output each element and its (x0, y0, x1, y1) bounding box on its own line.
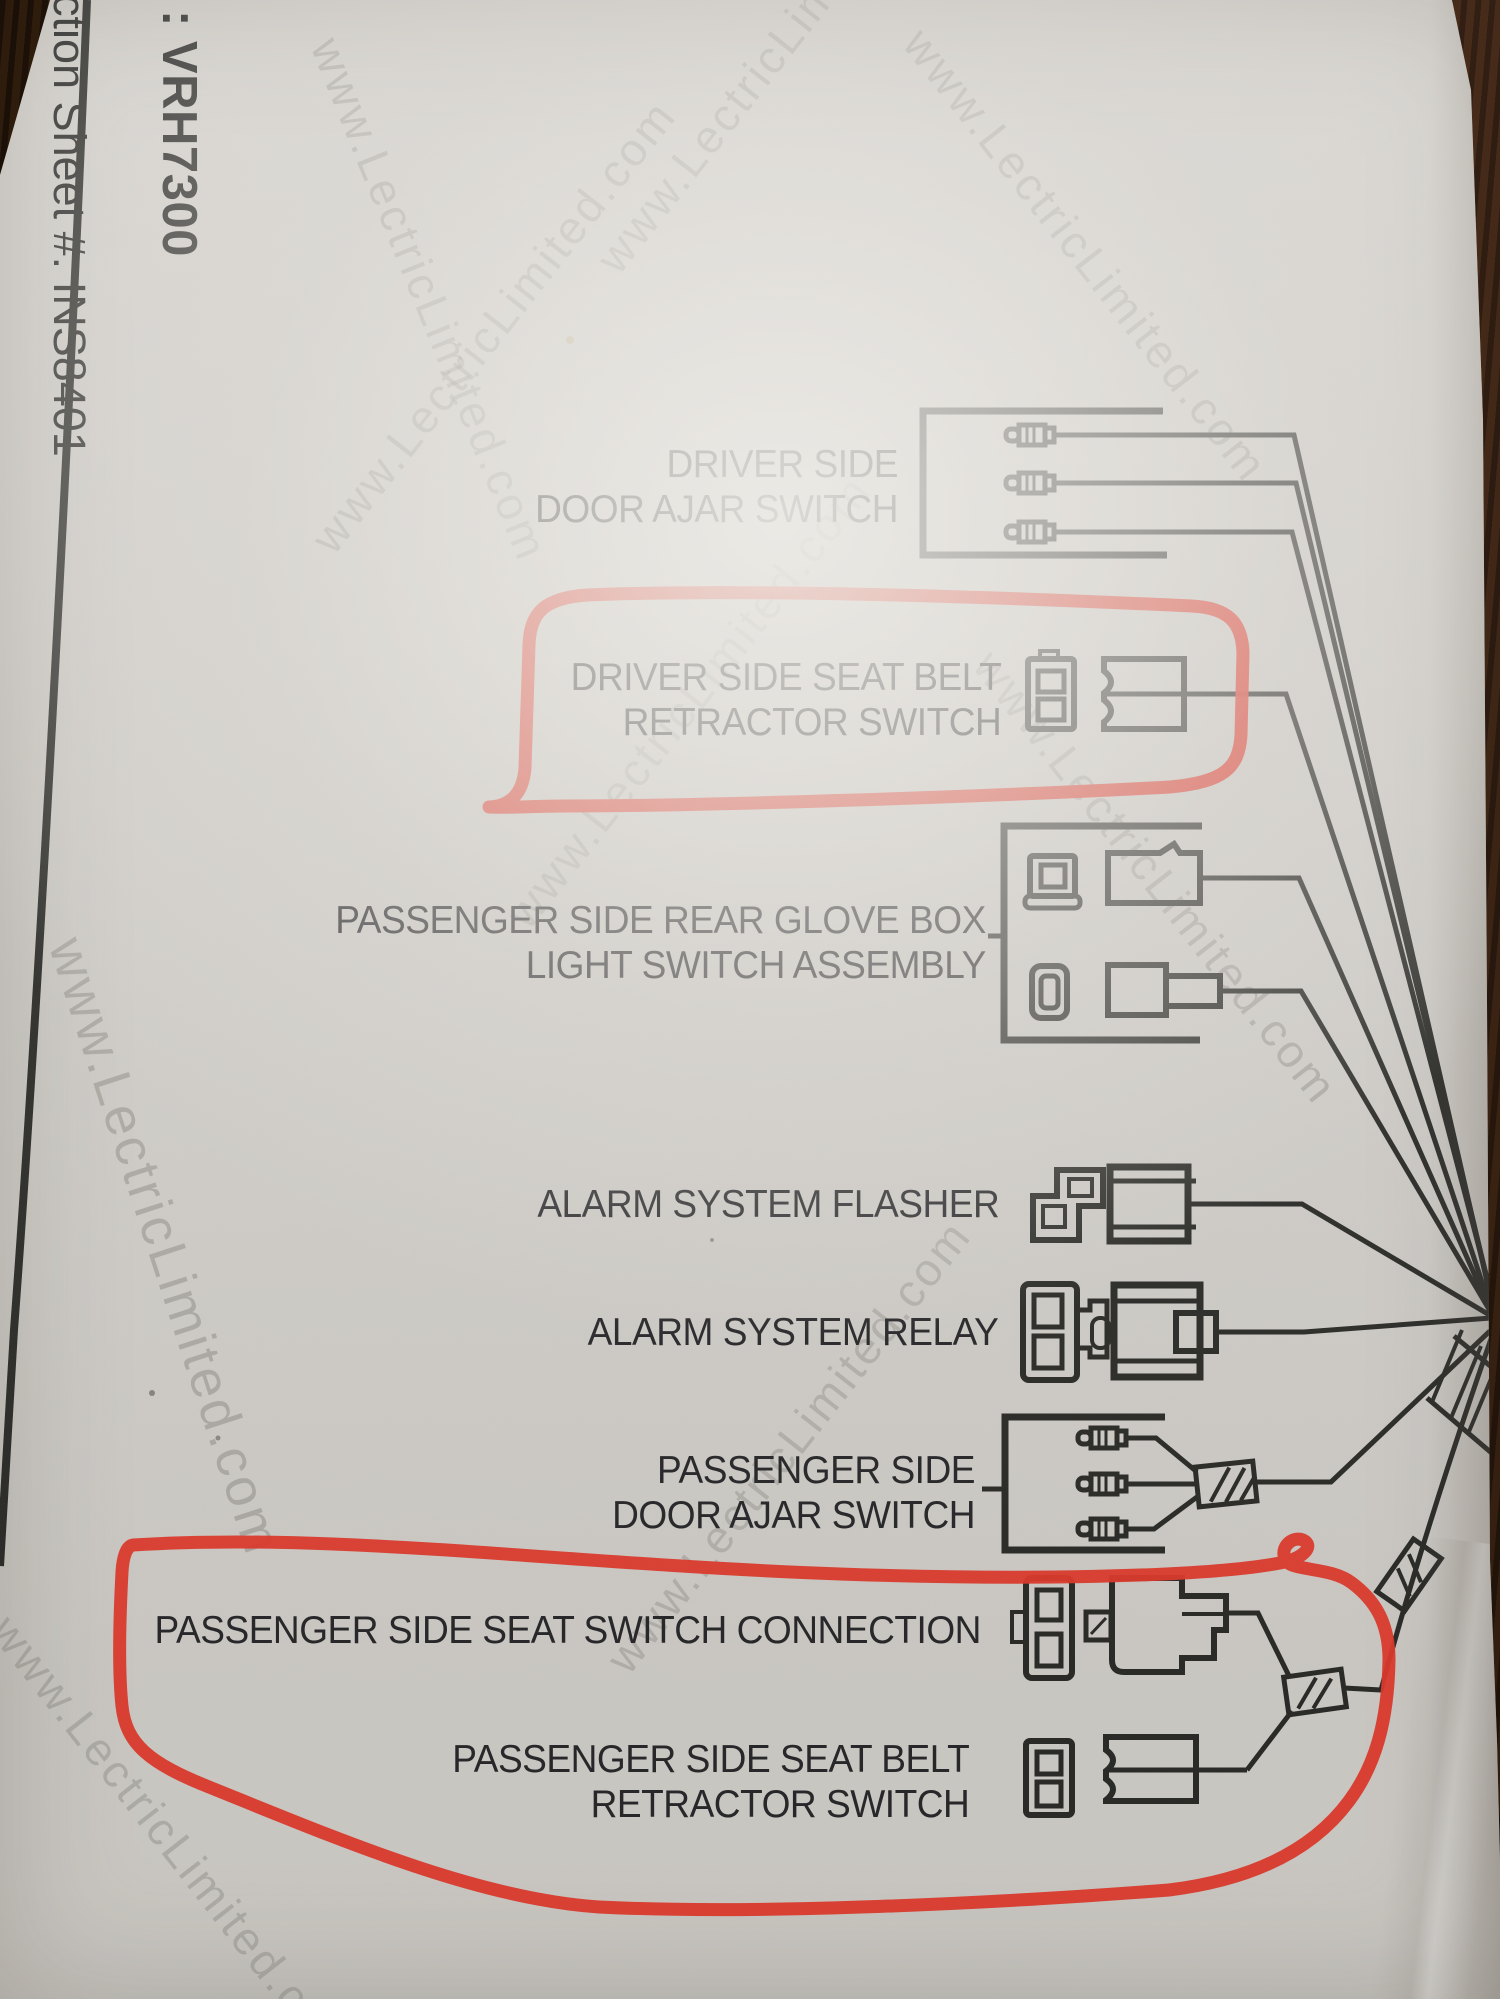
bullet-terminal-icon (1075, 1425, 1129, 1451)
switch-body-icon (1022, 853, 1083, 911)
driver-door-ajar-connector-group (919, 407, 1500, 1325)
alarm-flasher-connector-group (1030, 1163, 1495, 1320)
seat-switch-plug-icon (1109, 1575, 1229, 1675)
bullet-terminal-icon (1003, 422, 1057, 448)
driver-seat-belt-retractor-connector-group (1025, 649, 1495, 1313)
passenger-door-ajar-connector-group (982, 1329, 1492, 1554)
wire (1216, 1315, 1492, 1335)
wire (1200, 875, 1495, 1316)
male-connector-icon (1101, 656, 1187, 732)
wire (1343, 1335, 1495, 1693)
wire (1226, 1610, 1293, 1680)
two-cavity-connector-icon (1010, 1575, 1075, 1681)
splice-icon (1192, 1458, 1260, 1510)
stepped-plug-icon (1105, 962, 1223, 1018)
lamp-socket-icon (1029, 963, 1070, 1021)
bullet-terminal-icon (1075, 1516, 1129, 1542)
two-cavity-connector-icon (1023, 1738, 1075, 1818)
wire (1245, 1709, 1294, 1772)
sheet-border-line (0, 0, 91, 1567)
male-connector-icon (1103, 1734, 1199, 1804)
flasher-icon (1030, 1167, 1106, 1243)
two-cavity-connector-icon (1025, 649, 1077, 732)
connector-housing-icon (1110, 1281, 1219, 1381)
mini-plug-icon (1083, 1609, 1114, 1643)
wire (1126, 1494, 1199, 1532)
wire (1054, 432, 1496, 1309)
wire (1188, 1201, 1495, 1320)
red-circle-driver-seat-belt-retractor (482, 586, 1250, 814)
alarm-relay-connector-group (1020, 1281, 1492, 1383)
passenger-seat-belt-retractor-group (1023, 1734, 1247, 1818)
male-connector-icon (1105, 839, 1203, 906)
relay-connector-icon (1020, 1281, 1111, 1383)
splice-icon (1280, 1666, 1350, 1718)
paper-specks (149, 336, 714, 1441)
wire (1184, 691, 1495, 1313)
connector-housing-icon (1106, 1163, 1196, 1245)
bullet-terminal-icon (1003, 470, 1057, 496)
bullet-terminal-icon (1003, 519, 1057, 545)
wire (1126, 1435, 1199, 1474)
bullet-terminal-icon (1075, 1471, 1129, 1497)
